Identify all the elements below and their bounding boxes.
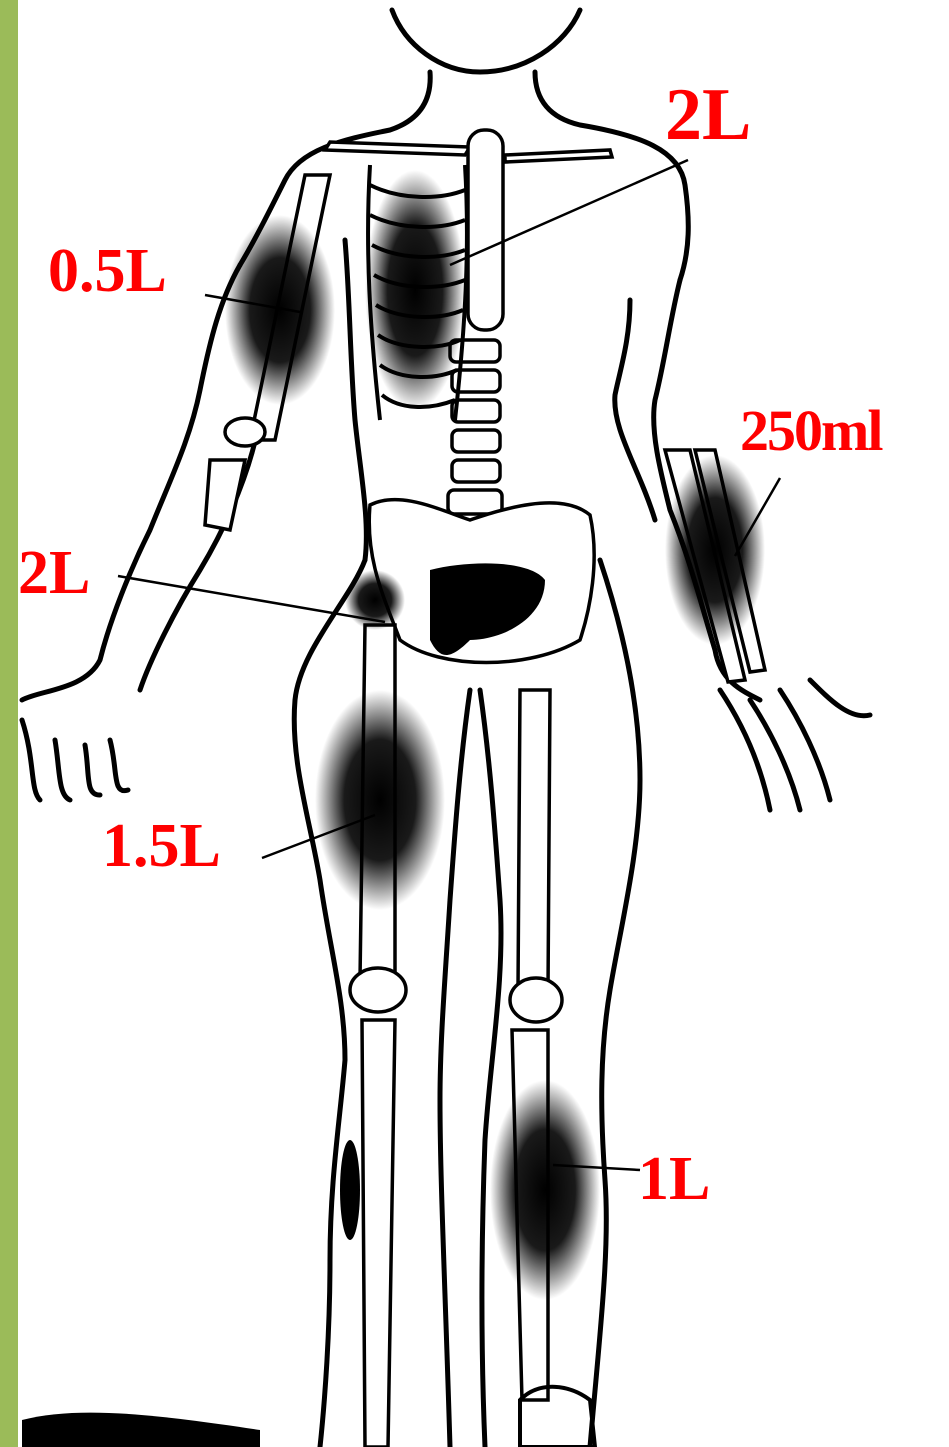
chest-blood-loss-label: 2L xyxy=(665,78,751,152)
foot-shading xyxy=(22,1413,260,1447)
lower-leg-blood-loss-label: 1L xyxy=(638,1148,710,1210)
thigh-blood-loss-label: 1.5L xyxy=(102,815,221,877)
forearm-blood-loss-label: 250ml xyxy=(740,402,881,460)
pelvis-blood-loss-label: 2L xyxy=(18,542,90,604)
upper-arm-blood-loss-label: 0.5L xyxy=(48,240,167,302)
